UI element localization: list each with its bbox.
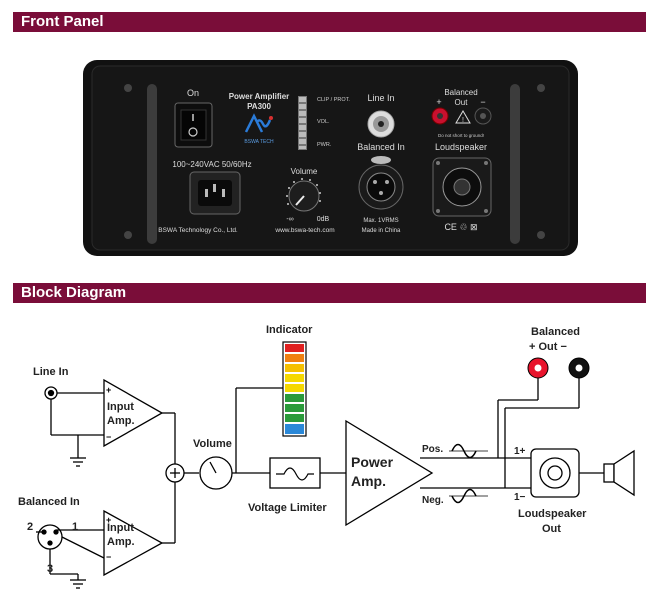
front-panel-header: Front Panel bbox=[13, 12, 646, 32]
model-title: Power Amplifier bbox=[229, 92, 290, 101]
balanced-out-label: Balanced bbox=[444, 88, 477, 97]
front-panel-title: Front Panel bbox=[21, 13, 104, 30]
loudspeaker-out-line1: Loudspeaker bbox=[518, 508, 587, 520]
out-label: Out bbox=[455, 98, 469, 107]
input-amp-2-line2: Amp. bbox=[107, 536, 135, 548]
xlr-pin-1: 1 bbox=[72, 521, 78, 533]
input-amp-1-line1: Input bbox=[107, 401, 134, 413]
right-handle bbox=[510, 84, 520, 244]
power-amp-line1: Power bbox=[351, 454, 394, 470]
max-input: Max. 1VRMS bbox=[363, 218, 398, 224]
svg-text:+: + bbox=[106, 515, 111, 525]
pin-1-minus: 1− bbox=[514, 492, 526, 503]
minus-label: − bbox=[480, 97, 485, 107]
model-number: PA300 bbox=[247, 102, 271, 111]
company-name: BSWA Technology Co., Ltd. bbox=[158, 227, 238, 234]
line-in-label: Line In bbox=[367, 93, 394, 103]
volume-max: 0dB bbox=[317, 216, 330, 223]
block-diagram-title: Block Diagram bbox=[21, 284, 127, 301]
certification-marks: CE ♲ ⊠ bbox=[444, 222, 477, 232]
meter-label-vol: VOL. bbox=[317, 119, 330, 125]
power-amp-block bbox=[345, 419, 434, 527]
pos-text: Pos. bbox=[422, 444, 443, 455]
block-diagram bbox=[36, 377, 635, 589]
input-amp-1 bbox=[103, 378, 164, 448]
power-label: On bbox=[187, 88, 199, 98]
indicator-meter bbox=[282, 341, 307, 437]
xlr-pin-3: 3 bbox=[47, 563, 53, 575]
power-amp-line2: Amp. bbox=[351, 473, 386, 489]
balanced-in-label: Balanced In bbox=[357, 142, 405, 152]
volume-text: Volume bbox=[193, 438, 232, 450]
input-amp-2-line1: Input bbox=[107, 522, 134, 534]
loudspeaker-out-line2: Out bbox=[542, 523, 561, 535]
block-diagram-header: Block Diagram bbox=[13, 283, 646, 303]
made-in: Made in China bbox=[362, 228, 401, 234]
meter-label-clip: CLIP / PROT. bbox=[317, 97, 350, 103]
balanced-out-text: Balanced bbox=[531, 326, 580, 338]
meter-label-pwr: PWR. bbox=[317, 142, 332, 148]
loudspeaker-label: Loudspeaker bbox=[435, 142, 487, 152]
svg-text:!: ! bbox=[462, 117, 464, 124]
line-in-text: Line In bbox=[33, 366, 69, 378]
balanced-in-text: Balanced In bbox=[18, 496, 80, 508]
indicator-text: Indicator bbox=[266, 324, 313, 336]
svg-text:+: + bbox=[106, 385, 111, 395]
input-amp-1-line2: Amp. bbox=[107, 415, 135, 427]
website: www.bswa-tech.com bbox=[274, 227, 334, 234]
speaker-icon bbox=[603, 463, 615, 483]
warning-icon bbox=[455, 110, 471, 124]
svg-text:−: − bbox=[106, 552, 111, 562]
xlr-pin-2: 2 bbox=[27, 521, 33, 533]
brand-logo-icon bbox=[244, 113, 272, 133]
left-handle bbox=[147, 84, 157, 244]
short-warning: Do not short to ground! bbox=[438, 133, 484, 138]
input-amp-2 bbox=[103, 509, 164, 577]
neg-text: Neg. bbox=[422, 495, 444, 506]
out-text: + Out − bbox=[529, 341, 567, 353]
volume-label: Volume bbox=[291, 167, 318, 176]
mains-label: 100~240VAC 50/60Hz bbox=[172, 160, 251, 169]
voltage-limiter-text: Voltage Limiter bbox=[248, 502, 327, 514]
pin-1-plus: 1+ bbox=[514, 446, 526, 457]
brand-name: BSWA TECH bbox=[244, 139, 274, 145]
svg-text:−: − bbox=[106, 432, 111, 442]
volume-min: -∞ bbox=[286, 216, 293, 223]
plus-label: + bbox=[436, 97, 441, 107]
